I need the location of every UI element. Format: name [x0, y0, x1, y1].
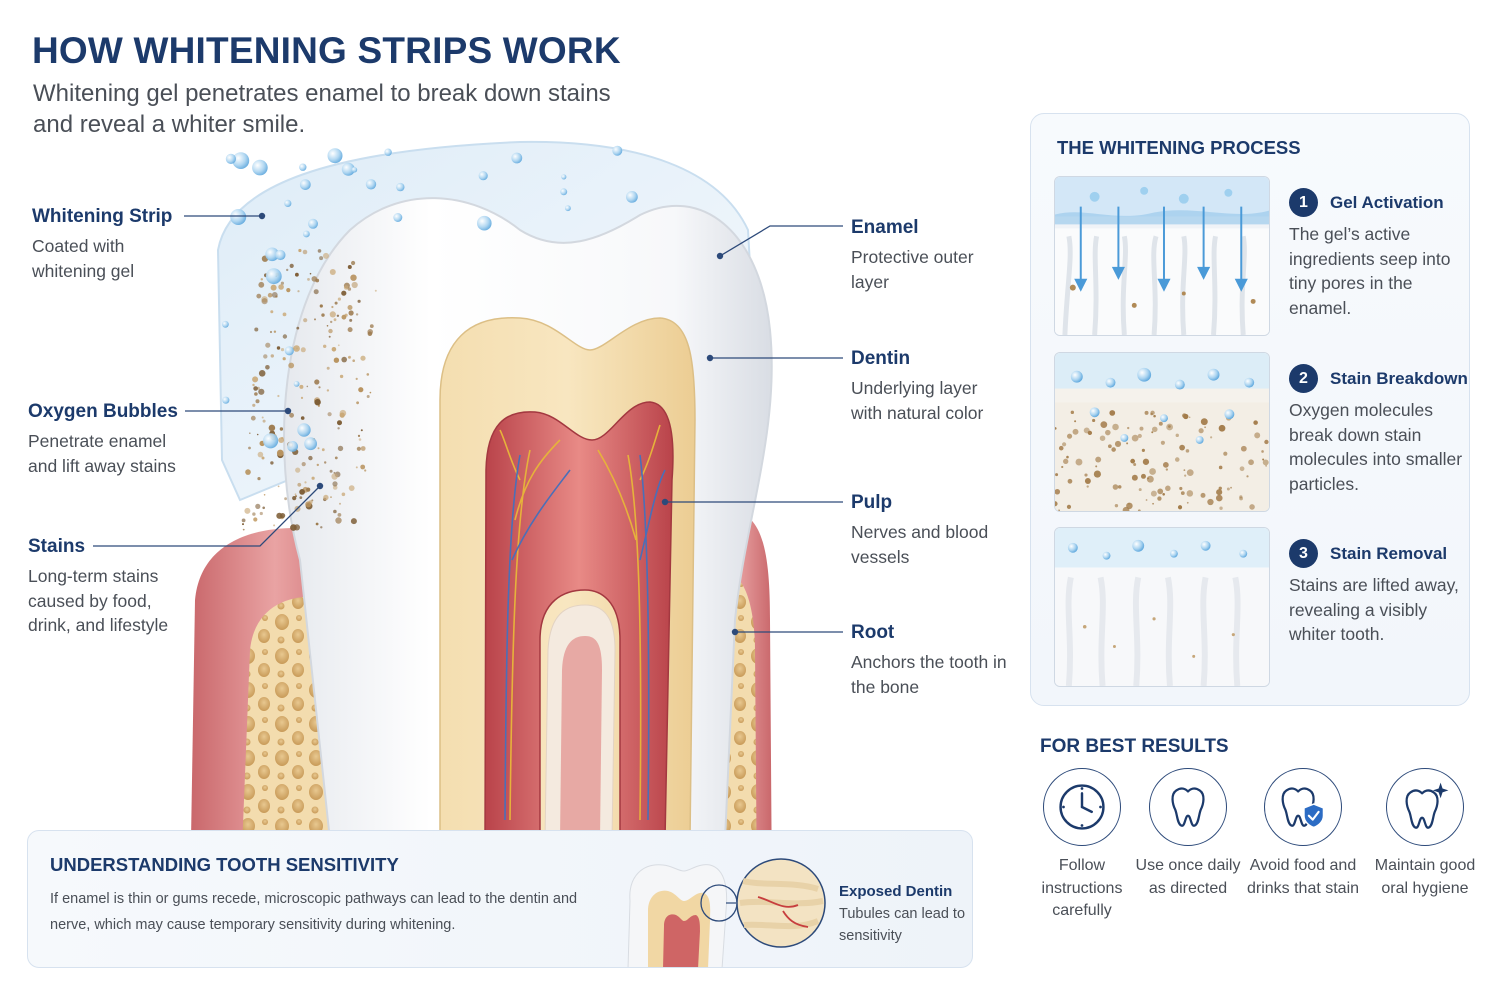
clock-icon [1043, 768, 1121, 846]
best-results-title: FOR BEST RESULTS [1040, 736, 1229, 757]
callout-title: Enamel [851, 217, 919, 238]
callout-title: Dentin [851, 348, 911, 369]
callout-desc: Underlying layer with natural color [851, 378, 984, 423]
tip-oral-hygiene: Maintain good oral hygiene [1365, 768, 1485, 900]
panel-title: UNDERSTANDING TOOTH SENSITIVITY [50, 854, 399, 875]
callout-root: Root Anchors the tooth in the bone [851, 622, 1011, 699]
callout-desc: Nerves and blood vessels [851, 522, 989, 567]
tip-label: Use once daily as directed [1135, 857, 1241, 897]
tip-label: Follow instructions carefully [1041, 857, 1123, 919]
tip-label: Avoid food and drinks that stain [1246, 857, 1360, 897]
callout-whitening-strip: Whitening Strip Coated with whitening ge… [32, 206, 172, 283]
callout-desc: Protective outer layer [851, 247, 974, 292]
process-step-1: 1 Gel Activation The gel’s active ingred… [1054, 176, 1454, 336]
gel-activation-image [1054, 176, 1270, 336]
sparkle-tooth-icon [1386, 768, 1464, 846]
nerve-lines [499, 424, 666, 821]
panel-title: THE WHITENING PROCESS [1057, 137, 1301, 158]
step-desc: Stains are lifted away, revealing a visi… [1289, 575, 1459, 644]
callout-title: Oxygen Bubbles [28, 401, 178, 422]
tip-use-daily: Use once daily as directed [1128, 768, 1248, 900]
callout-desc: Penetrate enamel and lift away stains [28, 431, 176, 476]
callout-desc: Coated with whitening gel [32, 236, 135, 281]
tooth-shield-icon [1264, 768, 1342, 846]
callout-title: Whitening Strip [32, 206, 173, 227]
tip-follow-instructions: Follow instructions carefully [1022, 768, 1142, 923]
step-number: 2 [1289, 364, 1318, 393]
step-number: 1 [1289, 188, 1318, 217]
callout-desc: Anchors the tooth in the bone [851, 652, 1007, 697]
exposed-dentin-desc: Tubules can lead to sensitivity [839, 906, 966, 944]
leader-lines [93, 215, 843, 633]
process-step-3: 3 Stain Removal Stains are lifted away, … [1054, 527, 1459, 687]
step-desc: The gel’s active ingredients seep into t… [1289, 224, 1451, 318]
step-title: Stain Breakdown [1330, 369, 1468, 388]
tooth-icon [1149, 768, 1227, 846]
tooth-sensitivity-panel: UNDERSTANDING TOOTH SENSITIVITY If ename… [27, 830, 973, 968]
step-title: Gel Activation [1330, 193, 1444, 212]
callout-pulp: Pulp Nerves and blood vessels [851, 492, 1011, 569]
step-title: Stain Removal [1330, 544, 1448, 563]
callout-desc: Long-term stains caused by food, drink, … [28, 566, 169, 635]
page-subtitle: Whitening gel penetrates enamel to break… [33, 80, 611, 138]
process-step-2: 2 Stain Breakdown Oxygen molecules break… [1054, 352, 1468, 512]
whitening-process-panel: THE WHITENING PROCESS [1030, 113, 1470, 706]
panel-desc: If enamel is thin or gums recede, micros… [50, 891, 578, 933]
stain-breakdown-image [1054, 352, 1270, 512]
callout-stains: Stains Long-term stains caused by food, … [28, 536, 188, 638]
oxygen-bubbles [222, 145, 638, 452]
callout-title: Pulp [851, 492, 893, 513]
page-title: HOW WHITENING STRIPS WORK [32, 30, 621, 71]
tip-label: Maintain good oral hygiene [1374, 857, 1476, 897]
exposed-dentin-title: Exposed Dentin [839, 883, 953, 900]
callout-dentin: Dentin Underlying layer with natural col… [851, 348, 1011, 425]
exposed-dentin-illustration [627, 858, 826, 967]
step-number: 3 [1289, 539, 1318, 568]
tip-avoid-stains: Avoid food and drinks that stain [1243, 768, 1363, 900]
callout-title: Root [851, 622, 895, 643]
callout-title: Stains [28, 536, 86, 557]
stain-removal-image [1054, 527, 1270, 687]
step-desc: Oxygen molecules break down stain molecu… [1289, 400, 1463, 494]
callout-enamel: Enamel Protective outer layer [851, 217, 1001, 294]
callout-oxygen-bubbles: Oxygen Bubbles Penetrate enamel and lift… [28, 401, 198, 478]
